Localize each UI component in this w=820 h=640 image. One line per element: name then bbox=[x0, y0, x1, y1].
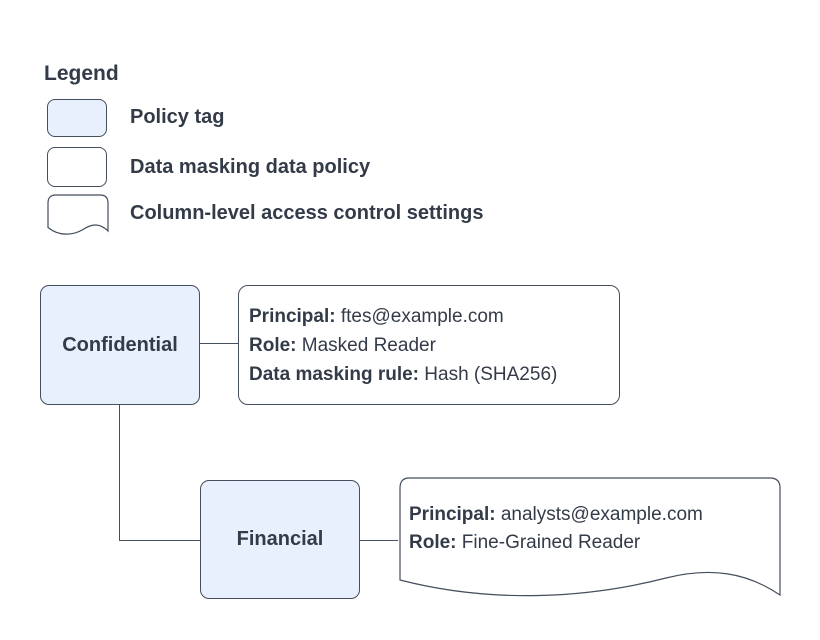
connector-financial-to-column-access bbox=[360, 540, 398, 542]
field-label: Role: bbox=[409, 532, 457, 553]
legend-label-policy-tag: Policy tag bbox=[130, 106, 225, 128]
field-value: Masked Reader bbox=[301, 334, 436, 356]
field-label: Principal: bbox=[249, 305, 336, 327]
policy-tag-swatch bbox=[47, 99, 107, 137]
policy-field-masking-rule: Data masking rule: Hash (SHA256) bbox=[249, 360, 619, 389]
node-label: Confidential bbox=[62, 333, 178, 356]
data-masking-policy-box: Principal: ftes@example.com Role: Masked… bbox=[238, 285, 620, 405]
connector-confidential-to-financial-vertical bbox=[119, 405, 121, 541]
policy-tag-node-financial: Financial bbox=[200, 480, 360, 599]
document-text: Principal: analysts@example.com Role: Fi… bbox=[409, 501, 703, 557]
field-value: ftes@example.com bbox=[340, 305, 504, 327]
policy-field-role: Role: Masked Reader bbox=[249, 331, 619, 360]
document-shape bbox=[399, 477, 781, 597]
field-label: Data masking rule: bbox=[249, 363, 419, 385]
field-label: Principal: bbox=[409, 504, 496, 525]
policy-field-principal: Principal: ftes@example.com bbox=[249, 302, 619, 331]
column-access-settings-document: Principal: analysts@example.com Role: Fi… bbox=[398, 477, 782, 601]
node-label: Financial bbox=[236, 528, 324, 550]
field-value: Fine-Grained Reader bbox=[461, 532, 641, 553]
connector-confidential-to-financial-horizontal bbox=[119, 540, 200, 542]
field-value: analysts@example.com bbox=[500, 504, 703, 525]
legend-label-data-masking-policy: Data masking data policy bbox=[130, 156, 371, 178]
field-label: Role: bbox=[249, 334, 297, 356]
data-masking-policy-swatch bbox=[47, 147, 107, 187]
connector-confidential-to-masking-policy bbox=[200, 343, 238, 345]
policy-tag-node-confidential: Confidential bbox=[40, 285, 200, 405]
field-value: Hash (SHA256) bbox=[424, 363, 558, 385]
legend-label-column-access: Column-level access control settings bbox=[130, 202, 484, 224]
document-shape-swatch bbox=[47, 194, 109, 235]
legend-title: Legend bbox=[44, 62, 119, 85]
policy-field-principal: Principal: analysts@example.com bbox=[409, 501, 703, 529]
policy-field-role: Role: Fine-Grained Reader bbox=[409, 529, 703, 557]
